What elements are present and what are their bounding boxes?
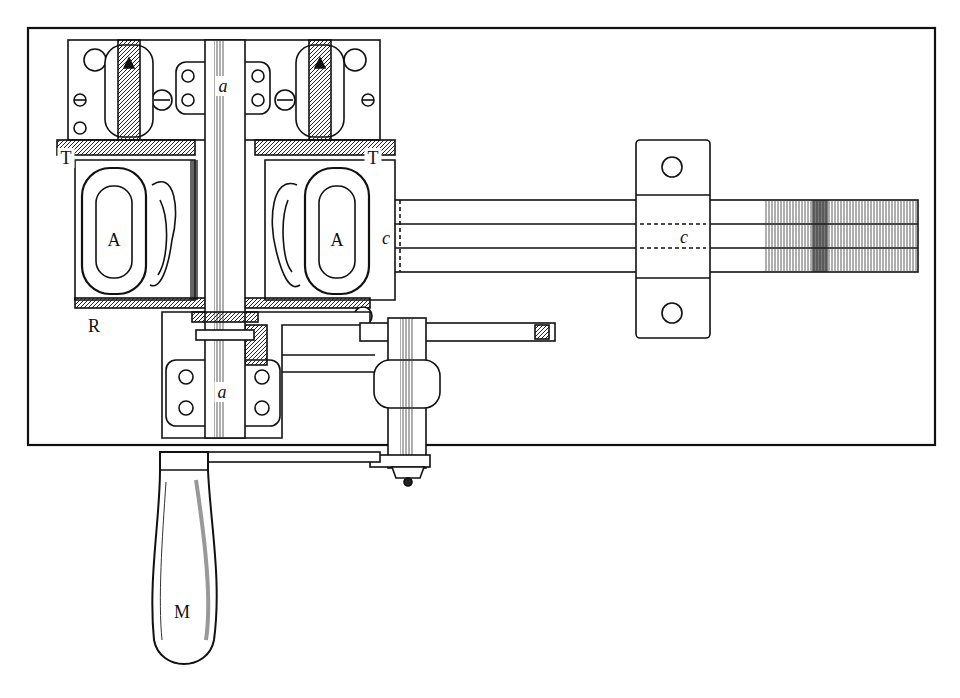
part-letter: c bbox=[677, 227, 691, 247]
handle bbox=[152, 452, 216, 664]
shaft bbox=[192, 40, 258, 438]
handle-rod bbox=[200, 452, 380, 462]
part-letter: A bbox=[328, 230, 347, 250]
part-letter: T bbox=[58, 148, 75, 168]
part-letter: T bbox=[365, 148, 382, 168]
part-letter: A bbox=[105, 230, 124, 250]
part-letter: M bbox=[171, 602, 193, 622]
contact-plate bbox=[57, 140, 195, 155]
crank-arm bbox=[360, 318, 555, 486]
lower-bracket bbox=[162, 312, 375, 438]
bar-clamp bbox=[636, 140, 710, 338]
part-letter: a bbox=[216, 76, 231, 96]
base-board bbox=[28, 28, 935, 445]
part-letter: a bbox=[215, 382, 230, 402]
part-letter: R bbox=[85, 316, 103, 336]
part-letter: c bbox=[379, 228, 393, 248]
